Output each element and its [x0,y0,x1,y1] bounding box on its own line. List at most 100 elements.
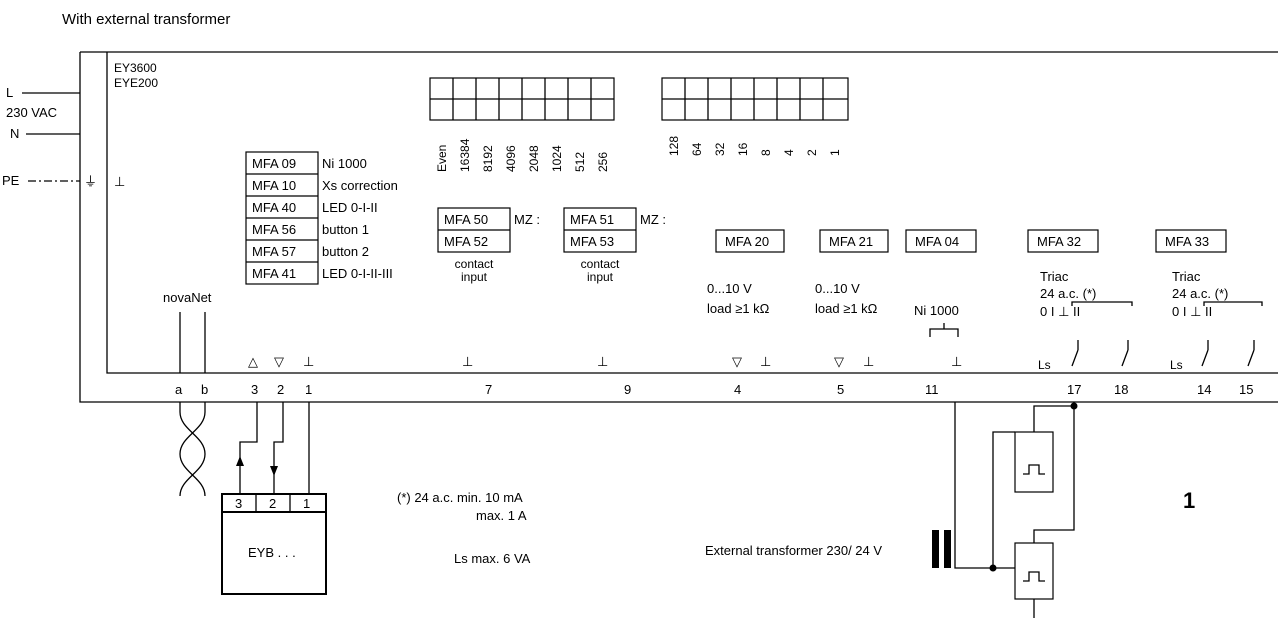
channel-mfa04: MFA 04 Ni 1000 [905,229,977,337]
down-triangle-icon: ▽ [834,354,844,369]
terminal-label: 7 [485,382,492,397]
earth-symbol: ⏚ [84,174,97,189]
channel-code: MFA 20 [725,234,769,249]
terminal-label: 15 [1239,382,1253,397]
mfa-desc: LED 0-I-II-III [322,266,393,281]
ground-symbol: ⊥ [462,354,473,369]
down-triangle-icon: ▽ [274,354,284,369]
channel-range: 0...10 V [707,281,752,296]
mfa-desc: Xs correction [322,178,398,193]
mfa-desc: Ni 1000 [322,156,367,171]
dip-label: 8 [759,149,773,156]
mz-group-2: MFA 51 MFA 53 MZ : contact input [563,207,666,284]
transformer-secondary-core [944,530,951,568]
dip-label: 512 [573,152,587,172]
up-triangle-icon: △ [248,354,258,369]
supply-L-label: L [6,85,13,100]
mfa-code: MFA 57 [252,244,296,259]
dip-label: 16 [736,142,750,156]
terminal-numbers: a b 3 2 1 7 9 4 5 11 17 18 14 15 [175,382,1253,397]
bracket [1071,301,1133,306]
diagram-title: With external transformer [62,11,230,28]
channel-sensor: Ni 1000 [914,303,959,318]
actuator-1 [1014,431,1054,493]
channel-code: MFA 33 [1165,234,1209,249]
dip-label: Even [435,145,449,172]
ground-symbol: ⊥ [303,354,314,369]
switch-positions: 0 I ⊥ II [1172,304,1212,319]
ls-label: Ls [1038,358,1051,372]
relay-contacts-mfa32 [1071,340,1129,367]
dip-labels-low: 128 64 32 16 8 4 2 1 [667,136,842,156]
dip-label: 1024 [550,145,564,172]
terminal-label: 3 [251,382,258,397]
wire-terminal-17 [1033,402,1075,543]
terminal-label: 11 [925,382,939,397]
device-inner-frame [106,52,1278,374]
wire-terminal-2 [273,402,284,494]
note-ls-power: Ls max. 6 VA [454,551,531,566]
channel-type: Triac [1040,269,1069,284]
terminal-label: b [201,382,208,397]
supply-N-label: N [10,126,19,141]
channel-mfa33: MFA 33 Triac 24 a.c. (*) 0 I ⊥ II [1155,229,1263,319]
supply-PE-label: PE [2,173,20,188]
note-min-current: (*) 24 a.c. min. 10 mA [397,490,523,505]
mfa-desc: button 2 [322,244,369,259]
terminal-label: a [175,382,183,397]
chassis-ground-symbol: ⊥ [114,174,125,189]
switch-positions: 0 I ⊥ II [1040,304,1080,319]
twisted-pair-b [179,402,206,497]
dip-label: 64 [690,142,704,156]
eyb-pin: 3 [235,496,242,511]
channel-type: Triac [1172,269,1201,284]
mz-top-code: MFA 51 [570,212,614,227]
mz-bottom-code: MFA 52 [444,234,488,249]
terminal-label: 17 [1067,382,1081,397]
mz-label: MZ : [640,212,666,227]
model-eye200: EYE200 [114,76,158,90]
mfa-code: MFA 40 [252,200,296,215]
dip-label: 32 [713,142,727,156]
eyb-pin: 2 [269,496,276,511]
supply-voltage-label: 230 VAC [6,105,57,120]
input-caption: input [461,270,488,284]
channel-code: MFA 32 [1037,234,1081,249]
channel-load: load ≥1 kΩ [707,301,770,316]
down-triangle-icon: ▽ [732,354,742,369]
channel-load: load ≥1 kΩ [815,301,878,316]
mfa-desc: LED 0-I-II [322,200,378,215]
wire-terminal-3 [239,402,258,494]
channel-mfa21: MFA 21 0...10 V load ≥1 kΩ [815,229,889,316]
dip-label: 8192 [481,145,495,172]
dip-labels-high: Even 16384 8192 4096 2048 1024 512 256 [435,138,610,172]
dip-label: 2048 [527,145,541,172]
ground-symbol: ⊥ [597,354,608,369]
figure-number: 1 [1183,488,1195,513]
dip-switch-block-low [661,77,849,121]
channel-range: 0...10 V [815,281,860,296]
relay-contacts-mfa33 [1201,340,1255,367]
model-eY3600: EY3600 [114,61,157,75]
mfa-code: MFA 56 [252,222,296,237]
input-caption: input [587,270,614,284]
eyb-label: EYB . . . [248,545,296,560]
mz-top-code: MFA 50 [444,212,488,227]
contact-caption: contact [581,257,620,271]
mz-group-1: MFA 50 MFA 52 MZ : contact input [437,207,540,284]
arrow-up-icon [236,456,244,466]
transformer-wire-11 [954,402,993,569]
transformer-primary-core [932,530,939,568]
mfa-code: MFA 10 [252,178,296,193]
contact-caption: contact [455,257,494,271]
novanet-label: novaNet [163,290,212,305]
channel-voltage: 24 a.c. (*) [1040,286,1096,301]
eyb-unit: 3 2 1 EYB . . . [221,493,327,595]
channel-voltage: 24 a.c. (*) [1172,286,1228,301]
bracket [1203,301,1263,306]
mfa-function-table: MFA 09 Ni 1000 MFA 10 Xs correction MFA … [245,151,398,285]
terminal-label: 4 [734,382,741,397]
ground-symbol: ⊥ [951,354,962,369]
dip-switch-block-high [429,77,615,121]
